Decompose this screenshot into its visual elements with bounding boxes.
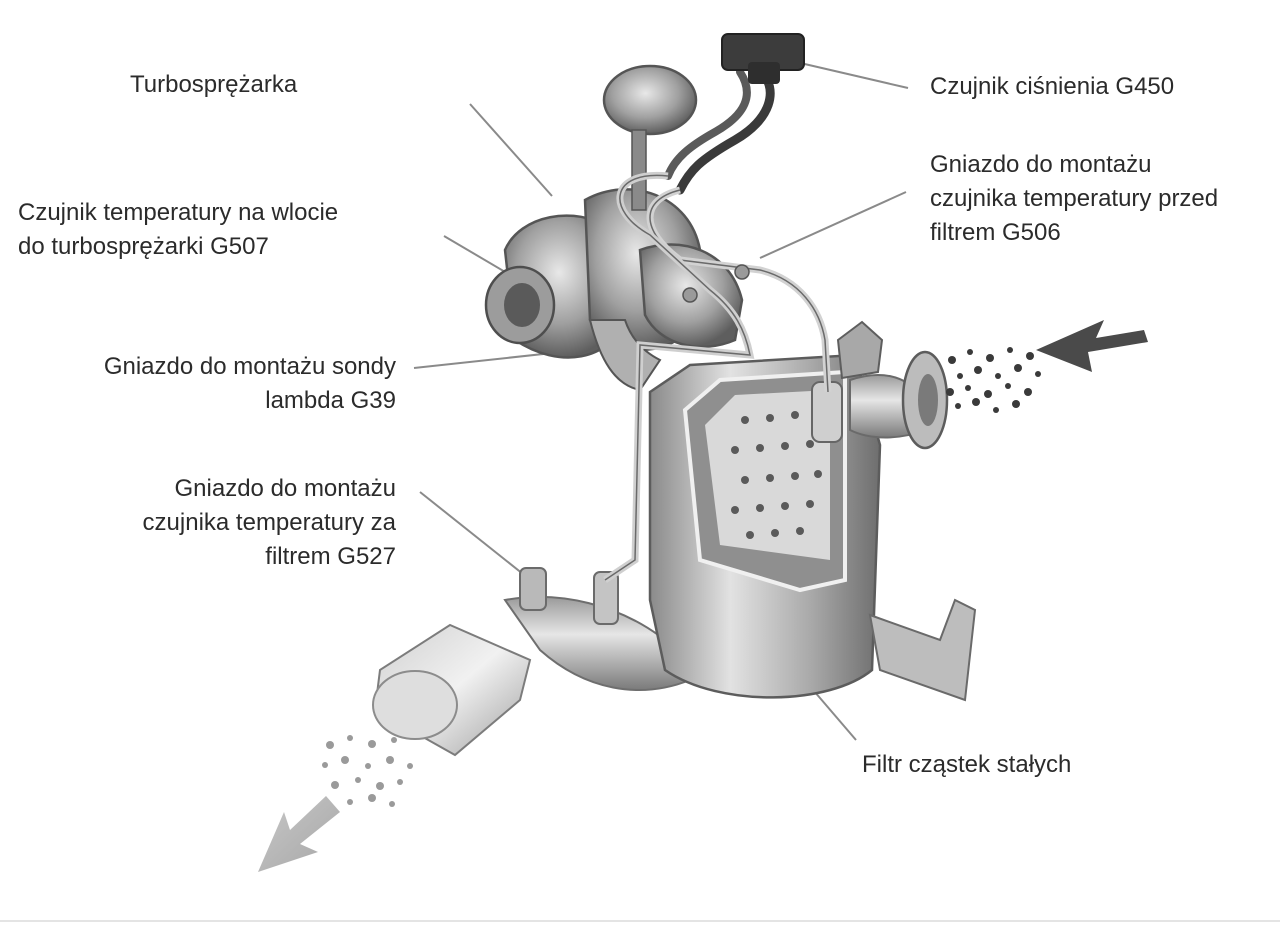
socket-lower bbox=[593, 571, 619, 625]
label-line: Gniazdo do montażu sondy bbox=[103, 353, 396, 380]
label-lambda-socket: Gniazdo do montażu sondy lambda G39 bbox=[104, 350, 396, 418]
inlet-flange-group bbox=[811, 320, 949, 450]
inlet-bore bbox=[918, 374, 938, 426]
label-line: czujnika temperatury przed bbox=[930, 185, 1219, 212]
label-line: lambda G39 bbox=[265, 387, 396, 414]
socket-g527 bbox=[519, 567, 547, 611]
label-line: Gniazdo do montażu bbox=[930, 151, 1152, 178]
label-line: do turbosprężarki G507 bbox=[18, 233, 269, 260]
pressure-sensor-plug bbox=[748, 62, 780, 84]
pipe-fitting-1 bbox=[734, 264, 750, 280]
pressure-sensor-group bbox=[603, 33, 832, 583]
label-turbo-inlet-temp: Czujnik temperatury na wlocie do turbosp… bbox=[18, 196, 338, 264]
turbo-actuator-rod bbox=[631, 129, 647, 211]
label-line: filtrem G506 bbox=[930, 219, 1061, 246]
sensor-hose-1 bbox=[675, 65, 775, 195]
leader-g527 bbox=[419, 491, 529, 579]
leader-g506 bbox=[759, 191, 907, 259]
label-line: Turbosprężarka bbox=[130, 71, 298, 98]
leader-g507 bbox=[443, 235, 513, 277]
label-line: Czujnik temperatury na wlocie bbox=[18, 199, 339, 226]
inlet-upper-bracket bbox=[836, 320, 884, 380]
metal-pipe-a-edge bbox=[649, 189, 829, 393]
turbo-outlet-bore bbox=[504, 283, 540, 327]
label-particulate-filter: Filtr cząstek stałych bbox=[862, 748, 1071, 782]
sensor-hose-2 bbox=[664, 68, 751, 180]
label-line: czujnika temperatury za bbox=[142, 509, 396, 536]
label-temp-after-filter: Gniazdo do montażu czujnika temperatury … bbox=[143, 472, 396, 574]
leader-turbo bbox=[469, 103, 553, 197]
pipe-fitting-2 bbox=[682, 287, 698, 303]
label-turbocharger: Turbosprężarka bbox=[130, 68, 297, 102]
leader-g450 bbox=[795, 61, 909, 89]
inlet-particles bbox=[946, 347, 1041, 413]
turbo-actuator bbox=[602, 64, 698, 136]
metal-pipe-b-edge bbox=[604, 174, 751, 581]
filter-core-holes bbox=[731, 411, 822, 539]
flow-in-arrow-icon bbox=[1036, 320, 1148, 372]
label-line: Czujnik ciśnienia G450 bbox=[930, 73, 1175, 100]
flow-out-arrow-icon bbox=[258, 796, 340, 872]
outlet-particles bbox=[322, 735, 413, 807]
leader-lines bbox=[413, 61, 909, 741]
label-temp-before-filter: Gniazdo do montażu czujnika temperatury … bbox=[930, 148, 1218, 250]
label-line: Filtr cząstek stałych bbox=[862, 751, 1072, 778]
label-line: filtrem G527 bbox=[265, 543, 396, 570]
turbocharger-group bbox=[484, 64, 744, 392]
outlet-opening bbox=[372, 670, 458, 740]
filter-bracket bbox=[868, 598, 977, 702]
outlet-pipe-group bbox=[372, 567, 692, 757]
label-pressure-sensor: Czujnik ciśnienia G450 bbox=[930, 70, 1174, 104]
label-line: Gniazdo do montażu bbox=[174, 475, 396, 502]
